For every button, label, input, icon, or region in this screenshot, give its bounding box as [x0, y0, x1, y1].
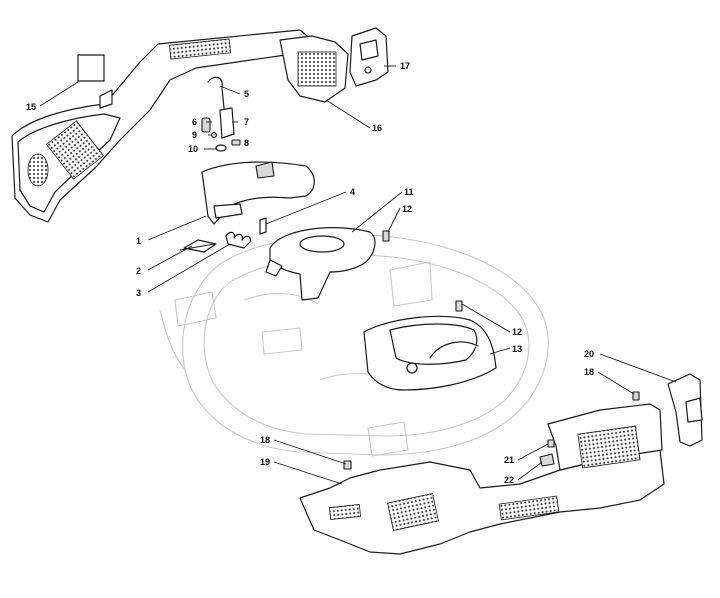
callout-17: 17 [400, 61, 410, 71]
callout-7: 7 [244, 117, 249, 127]
callout-15: 15 [26, 102, 36, 112]
callout-21: 21 [504, 455, 514, 465]
part-13-motor-cover [363, 315, 497, 391]
callout-12-lower: 12 [512, 327, 522, 337]
callout-5: 5 [244, 89, 249, 99]
part-11-housing [265, 227, 376, 301]
part-16-right-duct [279, 35, 349, 103]
callout-20: 20 [584, 349, 594, 359]
part-1-flap [201, 161, 315, 225]
callouts: 1 2 3 4 5 6 7 8 9 10 11 12 12 13 15 16 1… [26, 61, 594, 485]
callout-13: 13 [512, 344, 522, 354]
callout-6: 6 [192, 117, 197, 127]
callout-1: 1 [136, 236, 141, 246]
callout-11: 11 [404, 187, 414, 197]
callout-3: 3 [136, 288, 141, 298]
part-2-rod [179, 239, 217, 253]
small-hardware-5-10 [201, 76, 241, 152]
callout-4: 4 [350, 187, 355, 197]
part-17-bracket [349, 27, 389, 87]
callout-2: 2 [136, 266, 141, 276]
callout-12-upper: 12 [402, 204, 412, 214]
callout-10: 10 [188, 144, 198, 154]
callout-9: 9 [192, 130, 197, 140]
part-4-clip [259, 217, 267, 235]
label-plate [77, 54, 105, 82]
part-19-front-skirt [299, 403, 665, 555]
part-20-bracket [667, 373, 703, 447]
callout-8: 8 [244, 138, 249, 148]
callout-19: 19 [260, 457, 270, 467]
leader-lines [39, 65, 677, 485]
part-3-spring [225, 231, 251, 249]
part-15-left-guard [11, 29, 313, 223]
callout-22: 22 [504, 475, 514, 485]
screws [343, 230, 640, 470]
callout-18-right: 18 [584, 367, 594, 377]
callout-16: 16 [372, 123, 382, 133]
callout-18-left: 18 [260, 435, 270, 445]
